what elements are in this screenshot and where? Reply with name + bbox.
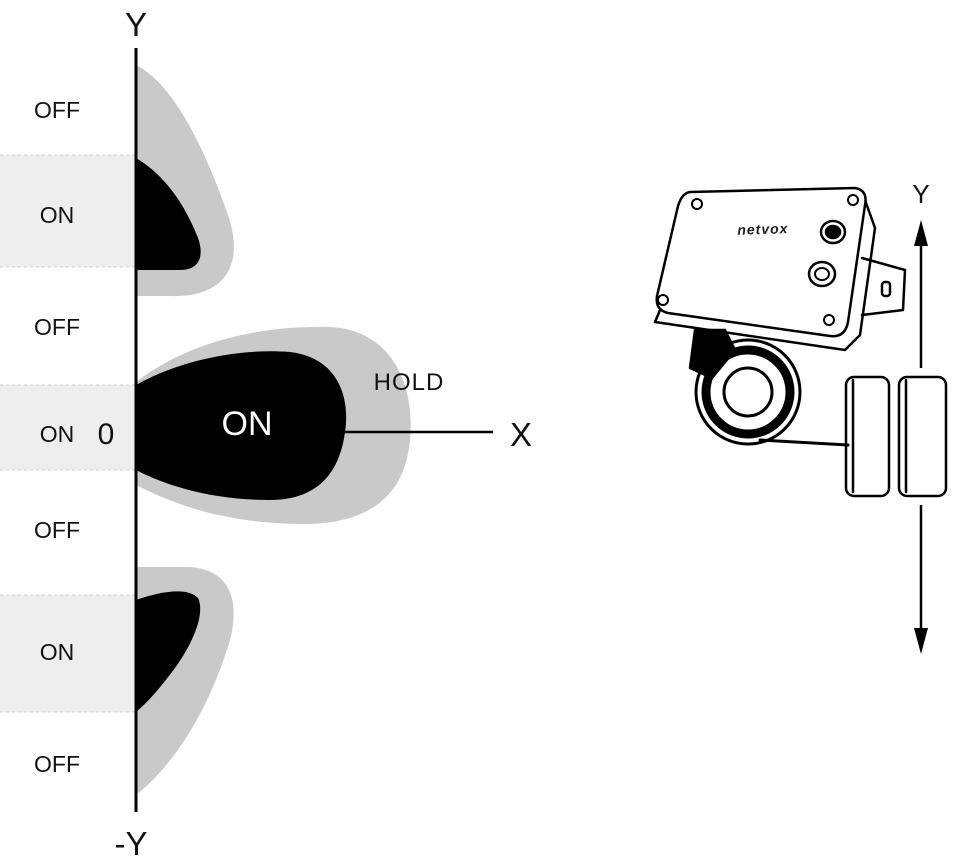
device-body-side: [653, 198, 877, 352]
x-axis-label: X: [510, 416, 532, 453]
band-label-3: OFF: [34, 314, 80, 340]
screw-top-right: [847, 194, 859, 206]
device-y-axis: [914, 220, 928, 654]
y-axis-top-label: Y: [125, 6, 147, 43]
band-label-6: ON: [40, 639, 75, 665]
screw-top-left: [691, 198, 703, 210]
cable-coil-inner: [722, 366, 774, 418]
magnetic-sensor-left: [844, 375, 891, 498]
hold-label: HOLD: [374, 369, 445, 396]
mounting-slot: [880, 280, 892, 298]
band-label-2: ON: [40, 202, 75, 228]
mounting-tab: [860, 256, 907, 317]
on-core-top: [136, 158, 201, 270]
cable-coil-middle: [701, 345, 795, 439]
center-zone-label: ON: [222, 405, 273, 443]
arrow-up-icon: [914, 220, 928, 246]
arrow-down-icon: [914, 628, 928, 654]
button-bottom-inner: [814, 267, 830, 281]
on-band-bottom: [0, 595, 136, 712]
band-label-5: OFF: [34, 517, 80, 543]
button-top: [819, 219, 847, 245]
device-body-front: [655, 186, 867, 338]
sensor-device-illustration: [653, 186, 948, 498]
band-label-4: ON: [40, 421, 75, 447]
band-label-1: OFF: [34, 97, 80, 123]
button-bottom: [807, 260, 837, 288]
origin-label: 0: [98, 418, 115, 451]
button-top-inner: [824, 224, 842, 240]
on-core-center: [136, 351, 347, 500]
on-band-middle: [0, 385, 136, 470]
brand-label: netvox: [737, 220, 789, 238]
screw-bottom-left: [657, 294, 669, 306]
band-separators: [0, 154, 136, 713]
y-axis-bottom-label: -Y: [115, 825, 148, 862]
on-core-bottom: [136, 591, 201, 712]
screw-bottom-right: [823, 314, 835, 326]
band-label-7: OFF: [34, 751, 80, 777]
magnet-right: [897, 375, 948, 498]
cable-coil-outer: [694, 338, 802, 446]
sensor-cable: [758, 438, 850, 447]
on-band-top: [0, 155, 136, 267]
device-axis-label: Y: [912, 179, 929, 209]
